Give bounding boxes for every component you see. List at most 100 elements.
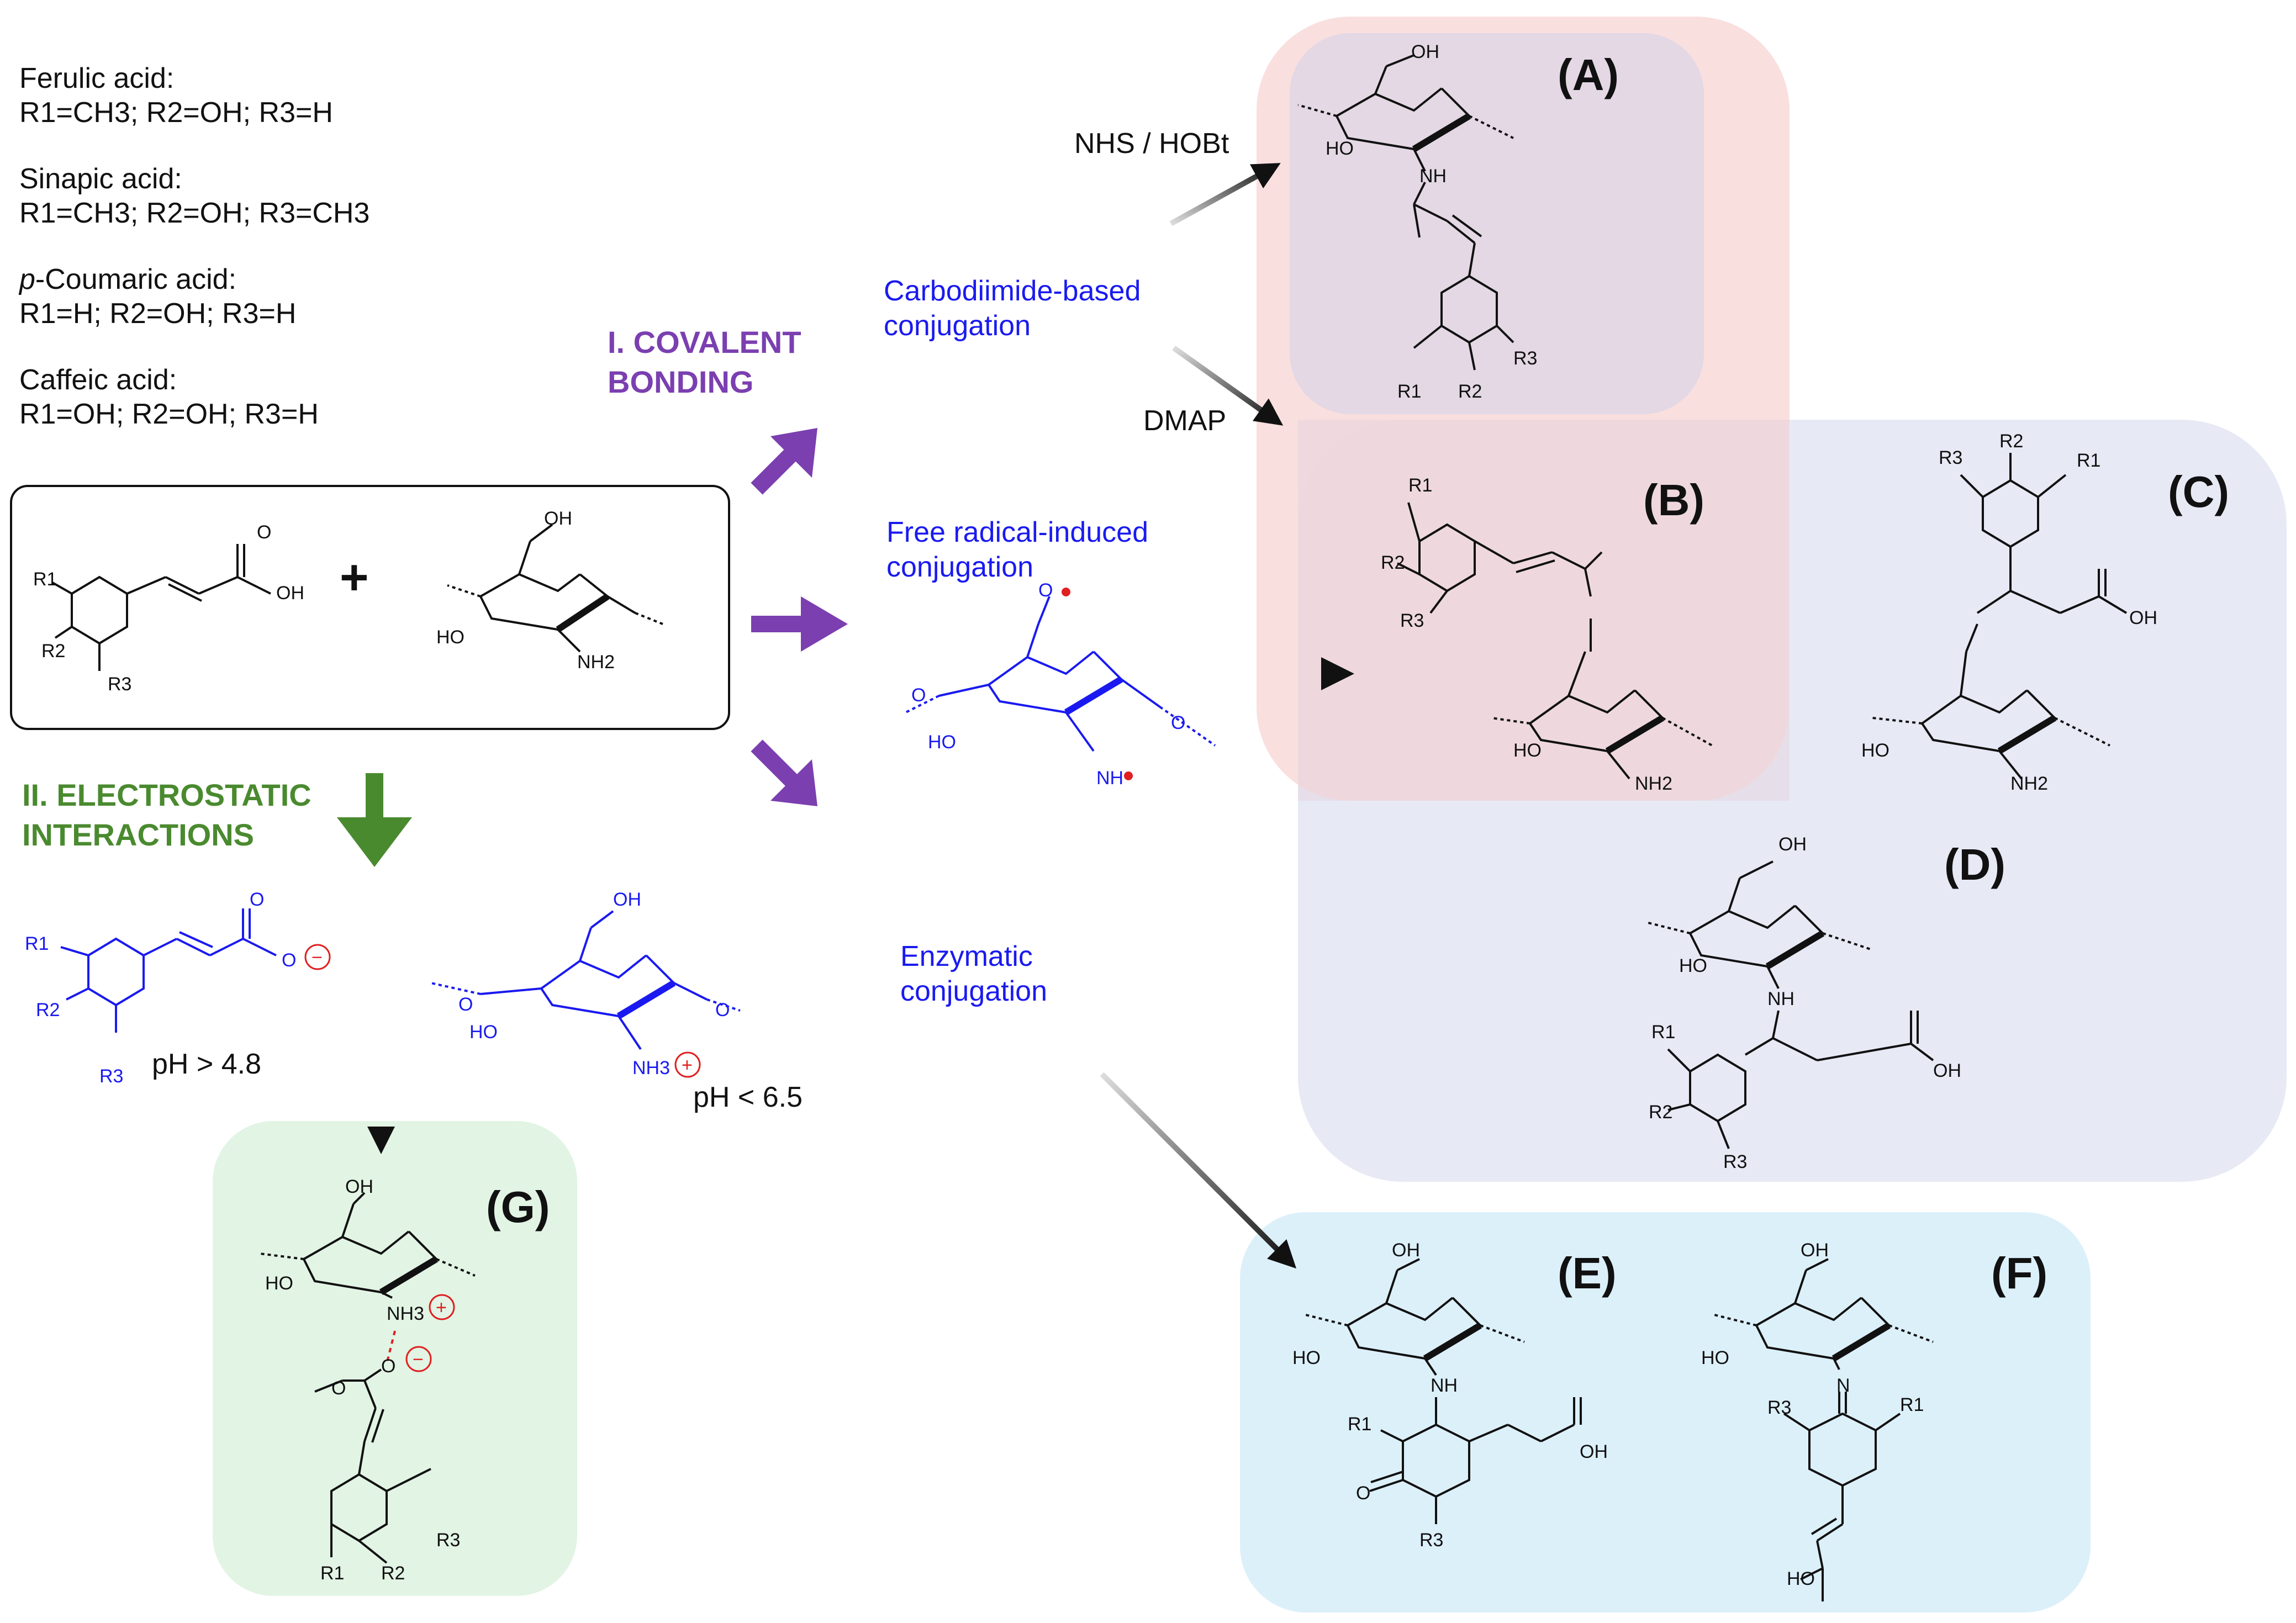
C-r3-label: R3 [1939, 447, 1962, 468]
C-nh2-label: NH2 [2010, 773, 2048, 794]
radical-o3-label: O [1171, 712, 1185, 733]
chitosan-oh-label: OH [544, 508, 572, 529]
chitosan-positive-charge [674, 1051, 701, 1078]
covalent-label-1: I. COVALENT [608, 325, 801, 360]
D-ho-label: HO [1679, 955, 1707, 976]
D-nh-label: NH [1767, 988, 1794, 1009]
caffeic-sub-3: R3=H [244, 398, 319, 430]
box-green-G [213, 1121, 577, 1596]
F-ho2-label: HO [1787, 1568, 1815, 1589]
B-r2-label: R2 [1381, 552, 1405, 573]
E-nh-label: NH [1431, 1375, 1458, 1396]
caffeic-sub-1: R1=OH; [19, 398, 124, 430]
carboxylate-o2-label: O [282, 950, 296, 971]
G-plus-sign: + [436, 1297, 447, 1318]
radical-label-2: conjugation [886, 551, 1033, 583]
product-label-D: (D) [1944, 840, 2006, 889]
reagent-dmap: DMAP [1143, 405, 1227, 437]
reactant-plus: + [340, 550, 369, 605]
sinapic-sub-2: R2=OH; [146, 197, 251, 229]
coumaric-sub-1: R1=H; [19, 298, 102, 330]
reagent-nhs-hobt: NHS / HOBt [1074, 128, 1229, 160]
electrostatic-label-2: INTERACTIONS [22, 817, 254, 852]
sinapic-acid-subs: R1=CH3; R2=OH; R3=CH3 [19, 195, 370, 231]
coumaric-name: -Coumaric acid: [35, 263, 237, 295]
G-r2-label: R2 [381, 1563, 405, 1584]
product-D-structure [1645, 860, 1934, 1149]
caffeic-acid-name: Caffeic acid: [19, 364, 177, 396]
G-ho-label: HO [265, 1273, 293, 1294]
enzymatic-label-2: conjugation [900, 975, 1047, 1007]
product-label-E: (E) [1558, 1249, 1617, 1298]
carboxylate-o-label: O [250, 889, 264, 910]
E-r1-label: R1 [1348, 1414, 1371, 1435]
product-C-structure [1872, 453, 2128, 780]
E-o-label: O [1356, 1483, 1370, 1504]
radical-chitosan-structure [905, 596, 1216, 752]
product-label-G: (G) [486, 1182, 550, 1231]
box-cyan-EF [1240, 1212, 2091, 1613]
E-oh-label: OH [1392, 1240, 1420, 1261]
G-o-label: O [381, 1356, 395, 1377]
B-r3-label: R3 [1400, 610, 1424, 631]
ferulic-acid-subs: R1=CH3; R2=OH; R3=H [19, 95, 333, 131]
radical-o2-label: O [911, 685, 926, 706]
radical-dot-o [1062, 588, 1070, 596]
carboxylate-r1-label: R1 [25, 933, 49, 954]
chitosan-ho-label: HO [436, 627, 465, 648]
covalent-label-2: BONDING [608, 364, 754, 399]
ammonium-o2-label: O [715, 1000, 730, 1021]
carboxylate-r3-label: R3 [99, 1066, 123, 1087]
A-oh-label: OH [1411, 41, 1439, 62]
reactant-r2-label: R2 [41, 641, 65, 662]
radical-dot-n [1124, 771, 1133, 780]
sinapic-sub-3: R3=CH3 [258, 197, 370, 229]
E-oh2-label: OH [1580, 1441, 1608, 1462]
product-label-B: (B) [1643, 475, 1705, 525]
product-F-structure [1712, 1258, 1934, 1601]
product-G-structure [259, 1192, 476, 1564]
radical-o-label: O [1038, 580, 1053, 601]
chitosan-structure [447, 524, 663, 653]
sinapic-sub-1: R1=CH3; [19, 197, 139, 229]
coumaric-acid-name: p-Coumaric acid: [19, 262, 236, 298]
reactant-r3-label: R3 [108, 674, 131, 695]
ferulic-sub-1: R1=CH3; [19, 97, 139, 129]
arrow-covalent-right [751, 596, 848, 652]
A-nh-label: NH [1419, 166, 1447, 187]
A-ho-label: HO [1326, 138, 1354, 159]
arrow-covalent-up [751, 428, 817, 495]
carbodiimide-label-2: conjugation [884, 310, 1031, 342]
F-ho-label: HO [1701, 1347, 1729, 1368]
ferulic-acid-name: Ferulic acid: [19, 62, 175, 94]
B-ho-label: HO [1513, 740, 1542, 761]
chitosan-plus-sign: + [682, 1055, 693, 1076]
acid-minus-sign: − [312, 947, 323, 968]
G-minus-sign: − [413, 1349, 424, 1370]
radical-ho-label: HO [928, 732, 956, 753]
ammonium-nh3-label: NH3 [632, 1058, 670, 1079]
D-r3-label: R3 [1723, 1151, 1747, 1172]
ph-acid-label: pH > 4.8 [152, 1048, 262, 1080]
radical-label-1: Free radical-induced [886, 516, 1149, 548]
box-overlap-A [1290, 33, 1704, 414]
product-A-structure [1297, 54, 1514, 371]
electrostatic-label-1: II. ELECTROSTATIC [22, 778, 312, 812]
C-oh-label: OH [2129, 607, 2157, 628]
product-E-structure [1303, 1258, 1582, 1524]
C-r1-label: R1 [2077, 450, 2100, 471]
ferulic-sub-2: R2=OH; [146, 97, 251, 129]
C-r2-label: R2 [1999, 431, 2023, 452]
chitosan-nh2-label: NH2 [577, 652, 615, 673]
E-r3-label: R3 [1419, 1530, 1443, 1551]
carboxylate-structure [60, 908, 277, 1033]
coumaric-sub-3: R3=H [222, 298, 297, 330]
G-oh-label: OH [345, 1176, 373, 1197]
D-oh2-label: OH [1933, 1060, 1961, 1081]
enzymatic-label-1: Enzymatic [900, 940, 1033, 972]
D-r2-label: R2 [1649, 1102, 1672, 1123]
box-overlap-B [1298, 420, 1790, 801]
coumaric-sub-2: R2=OH; [109, 298, 214, 330]
G-nh3-label: NH3 [387, 1303, 424, 1324]
